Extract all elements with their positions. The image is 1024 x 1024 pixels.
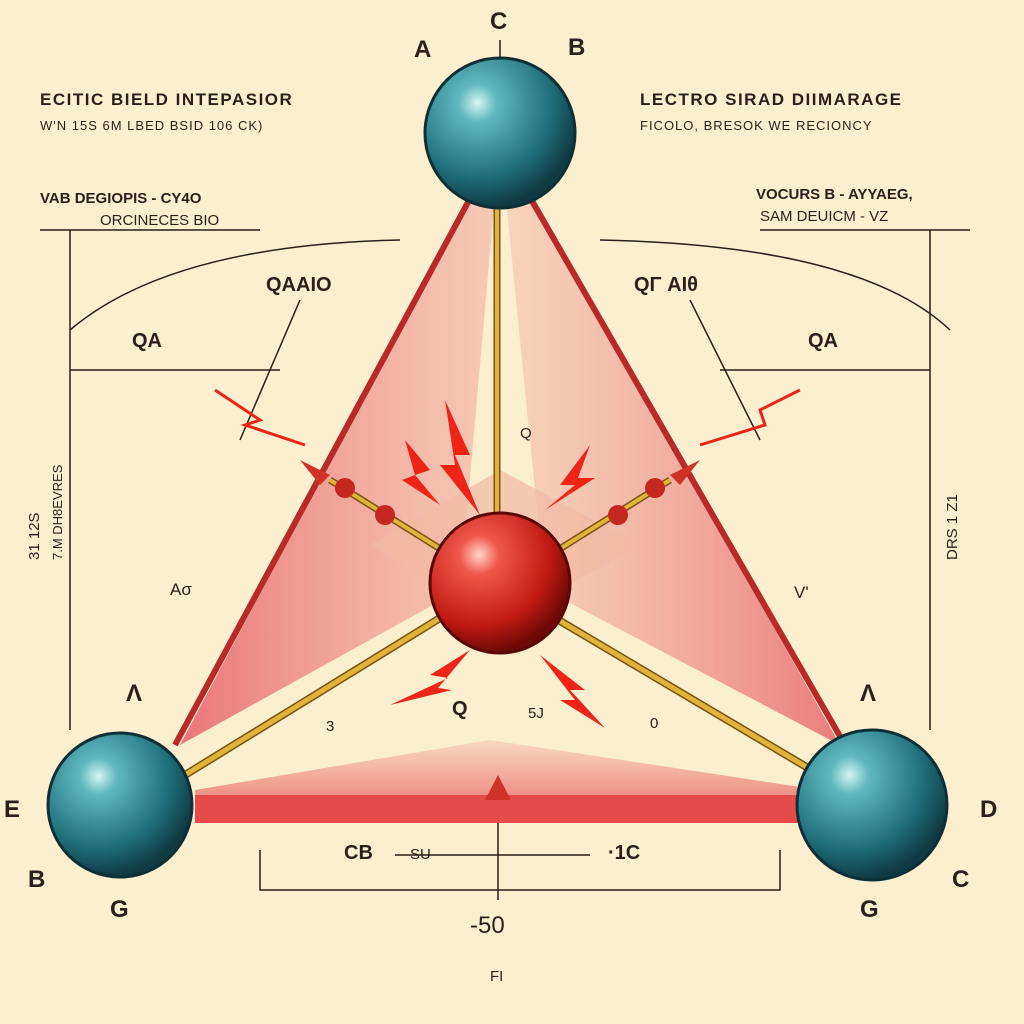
su-label: SU	[410, 846, 431, 863]
q-center-label: Q	[520, 425, 532, 442]
vertex-label-e-left: E	[4, 796, 21, 823]
bottom-bracket	[259, 850, 781, 891]
qa-left-upper: QAAIO	[266, 274, 332, 296]
bottom-fi-label: FI	[490, 968, 504, 985]
vertex-label-g-right: G	[860, 896, 879, 923]
right-note-1: VOCURS B - AYYAEG,	[756, 186, 913, 203]
cb-label: CB	[344, 842, 373, 864]
spark-bottom-left	[390, 650, 470, 705]
spark-top-left	[440, 400, 480, 515]
left-note-1: VAB DEGIOPIS - CY4O	[40, 190, 202, 207]
right-arc-line	[599, 239, 951, 331]
vertex-label-g-left: G	[110, 896, 129, 923]
field-arrow-left	[214, 388, 306, 447]
vertex-label-lambda-right: Λ	[860, 680, 877, 707]
bead-left-upper	[335, 478, 355, 498]
right-vertical-note-1: DRS 1 Z1	[944, 494, 961, 560]
left-edge	[172, 178, 483, 747]
bead-left-lower	[375, 505, 395, 525]
num-3-label: 3	[326, 718, 335, 735]
ic-label: ·1C	[608, 842, 641, 864]
right-blue-sphere	[795, 728, 949, 882]
bead-right-upper	[645, 478, 665, 498]
right-header-title: LECTRO SIRAD DIIMARAGE	[640, 90, 903, 109]
left-arc-line	[69, 239, 401, 331]
center-red-sphere	[428, 511, 572, 655]
field-arrow-right	[699, 388, 801, 447]
right-leader-line	[689, 299, 761, 441]
left-vertical-note-2: 7.M DH8EVRES	[50, 464, 65, 560]
bead-right-lower	[608, 505, 628, 525]
spark-bottom-right	[540, 655, 605, 728]
right-arrowhead	[670, 460, 700, 485]
right-header-subtitle: FICOLO, BRESOK WE RECIONCY	[640, 118, 873, 133]
vertex-label-c-right: C	[952, 866, 970, 893]
spark-left	[402, 440, 440, 505]
right-rod	[548, 612, 822, 778]
ao-left-label: Aσ	[170, 580, 192, 599]
qa-right-label: QA	[808, 330, 838, 352]
vertex-label-d-right: D	[980, 796, 998, 823]
five-j-label: 5J	[528, 705, 544, 722]
left-vertical-note-1: 31 12S	[26, 512, 43, 560]
bottom-arrowhead	[485, 775, 511, 800]
vertex-label-b-top: B	[568, 34, 586, 61]
vertex-label-lambda-left: Λ	[126, 680, 143, 707]
v-right-label: V'	[794, 583, 809, 602]
qa-left-label: QA	[132, 330, 162, 352]
left-leader-line	[239, 299, 301, 441]
qa-right-upper: QΓ AIθ	[634, 274, 698, 296]
vertex-label-a-top: A	[414, 36, 432, 63]
vertex-label-c-top: C	[490, 8, 508, 35]
bottom-value: -50	[470, 912, 505, 939]
spark-right	[545, 445, 595, 510]
left-blue-sphere	[46, 731, 194, 879]
zero-label: 0	[650, 715, 659, 732]
left-rod	[183, 612, 447, 778]
top-blue-sphere	[423, 56, 577, 210]
left-header-subtitle: W'N 15S 6M LBED BSID 106 CK)	[40, 118, 264, 133]
right-note-2: SAM DEUICM - VZ	[760, 208, 889, 225]
right-edge	[517, 178, 848, 747]
q-bottom-label: Q	[452, 698, 468, 720]
left-header-title: ECITIC BIELD INTEPASIOR	[40, 90, 294, 109]
left-note-2: ORCINECES BIO	[100, 212, 220, 229]
left-arrowhead	[300, 460, 330, 485]
vertex-label-b-left: B	[28, 866, 46, 893]
